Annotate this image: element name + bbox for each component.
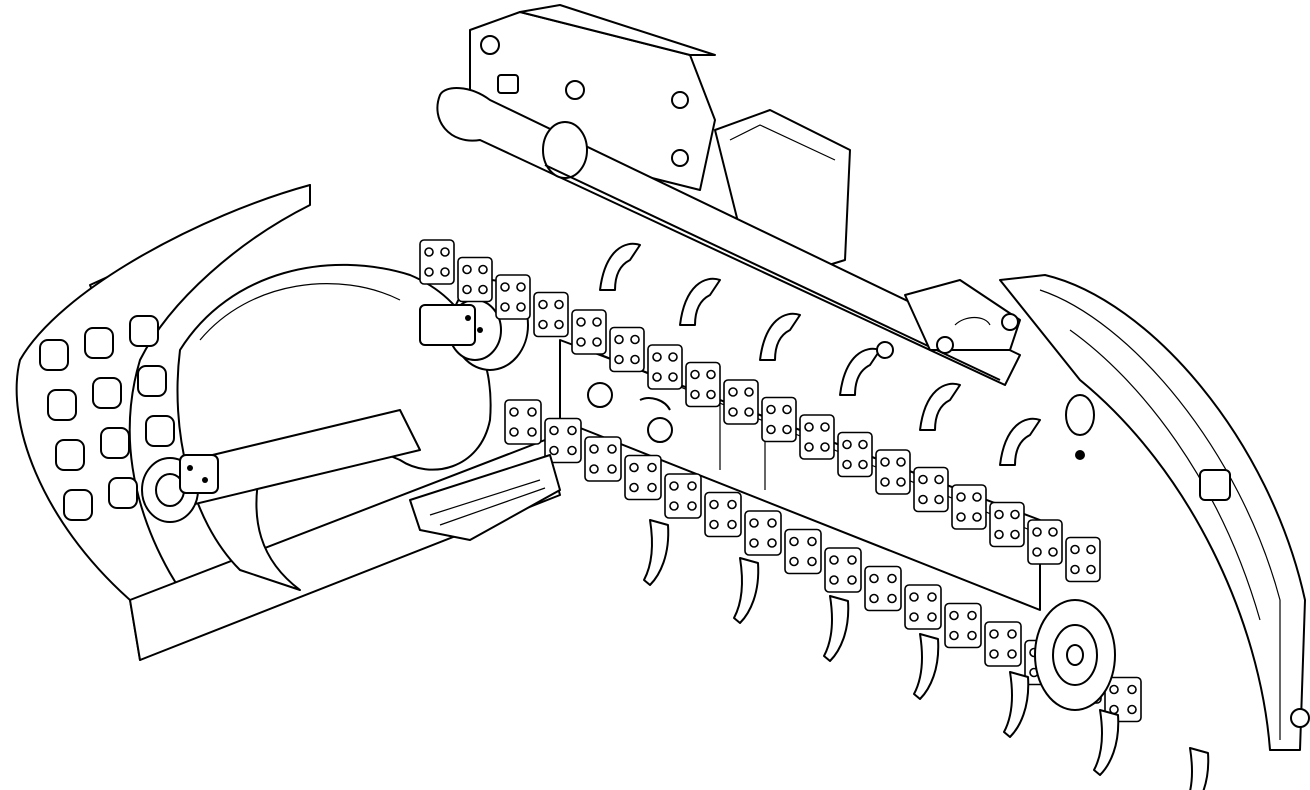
chain-link (495, 274, 531, 320)
chain-link (744, 510, 782, 556)
chain-link (1027, 519, 1063, 565)
digging-tooth (733, 557, 760, 624)
chain-link (533, 291, 569, 338)
cross-tube (436, 87, 1021, 386)
chain-link (584, 436, 622, 482)
digging-tooth (1093, 709, 1120, 776)
digging-tooth (599, 242, 641, 291)
shield-hole (100, 427, 130, 459)
chain-link (984, 621, 1022, 667)
chain-link (1065, 536, 1101, 583)
chain-link (457, 256, 493, 303)
chain-link (837, 431, 873, 478)
chain-link (824, 547, 862, 593)
chain-link (723, 379, 759, 425)
digging-tooth (999, 417, 1041, 466)
shield-hole (84, 327, 114, 359)
digging-tooth (913, 633, 940, 700)
shield-hole (92, 377, 122, 409)
chain-link (544, 417, 582, 464)
digging-tooth (1003, 671, 1030, 738)
chain-link (913, 466, 949, 513)
shield-hole (145, 415, 175, 447)
chain-link (664, 473, 702, 519)
shield-hole (108, 477, 138, 509)
shield-hole (47, 389, 77, 421)
digging-teeth (599, 242, 1210, 790)
chain-link (571, 309, 607, 355)
chain-link (704, 491, 742, 538)
auger-flight (141, 264, 492, 591)
shield-hole (55, 439, 85, 471)
chain-link (624, 454, 662, 501)
chain-link (685, 361, 721, 408)
chain-link (1104, 676, 1142, 723)
shield-hole (63, 489, 93, 521)
digging-tooth (1189, 747, 1210, 790)
digging-tooth (759, 312, 801, 361)
digging-tooth (679, 277, 721, 326)
chain-link (419, 239, 455, 285)
chain-link (875, 449, 911, 495)
chain-link (904, 584, 942, 630)
digging-tooth (643, 519, 670, 586)
chain-link (944, 602, 982, 649)
idler-wheel (1034, 599, 1116, 711)
digging-tooth (919, 382, 961, 431)
chain-link (989, 501, 1025, 548)
shield-hole (137, 365, 167, 397)
digging-chain-lower (504, 399, 1142, 723)
chain-link (761, 396, 797, 443)
chain-link (647, 344, 683, 390)
digging-tooth (839, 347, 881, 396)
chain-link (864, 565, 902, 612)
chain-link (504, 399, 542, 445)
chain-link (799, 414, 835, 460)
crumber-arm (876, 274, 1310, 751)
lower-guard (409, 454, 561, 541)
digging-chain-upper (419, 239, 1101, 583)
digging-tooth (823, 595, 850, 662)
chain-link (951, 484, 987, 530)
shield-hole (129, 315, 159, 347)
chain-link (784, 528, 822, 575)
chain-link (609, 326, 645, 373)
shield-hole (39, 339, 69, 371)
